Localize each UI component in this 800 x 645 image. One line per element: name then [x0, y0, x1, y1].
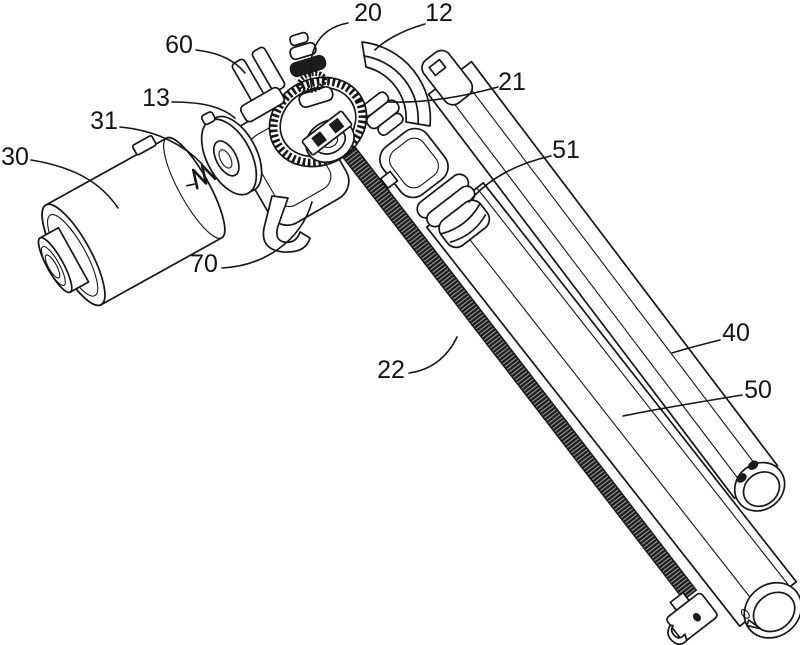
- leader-line-13: [171, 101, 236, 119]
- motor-part-30: [37, 135, 226, 307]
- clevis-hook: [667, 624, 688, 645]
- ref-label-40: 40: [722, 319, 750, 347]
- inner-tube-part-40: [421, 49, 786, 512]
- collar-part-51: [416, 173, 491, 249]
- leader-line-31: [119, 126, 203, 165]
- ref-label-70: 70: [190, 250, 218, 278]
- tube-end-hole: [748, 460, 759, 470]
- leader-line-20: [309, 22, 349, 91]
- outer-tube-part-50: [425, 181, 800, 639]
- inner-tube-open-end: [733, 460, 786, 512]
- ref-label-22: 22: [377, 356, 405, 384]
- ref-label-31: 31: [90, 107, 118, 135]
- ref-label-13: 13: [142, 84, 170, 112]
- outer-tube-open-end: [740, 581, 800, 639]
- ref-label-51: 51: [552, 136, 580, 164]
- fork-bracket-part-60: [231, 46, 286, 123]
- ref-label-20: 20: [354, 0, 382, 27]
- motor-terminal-tab: [131, 135, 157, 156]
- ref-label-21: 21: [498, 68, 526, 96]
- disc-flange-part-13: [200, 111, 263, 196]
- ref-label-60: 60: [165, 31, 193, 59]
- ref-label-30: 30: [1, 143, 29, 171]
- tube-end-notch: [745, 619, 762, 630]
- leader-line-51: [468, 155, 552, 203]
- ref-label-50: 50: [744, 376, 772, 404]
- lead-screw-part-22: [324, 124, 718, 645]
- leader-lines: [30, 22, 743, 417]
- reference-numerals: 20 12 60 21 13 31 30 51 70 22 40 50: [1, 0, 772, 404]
- leader-line-50: [622, 394, 743, 417]
- leader-line-40: [671, 339, 721, 354]
- leader-line-70: [221, 201, 313, 269]
- ref-label-12: 12: [425, 0, 453, 27]
- housing-end-plate: [379, 127, 449, 199]
- inner-tube-anchor-tab: [421, 49, 474, 106]
- mounting-bracket-part-70: [262, 195, 311, 253]
- leader-line-60: [195, 49, 246, 74]
- leader-line-22: [408, 336, 458, 374]
- leader-line-12: [374, 23, 426, 51]
- worm-gear-part-20: [268, 76, 368, 168]
- leader-line-30: [30, 159, 119, 209]
- bushing-part-21: [360, 91, 404, 137]
- gear-teeth-ring: [269, 77, 367, 167]
- clamp-part-12: [361, 41, 432, 127]
- tube-end-hole: [736, 473, 747, 483]
- screw-clevis-end: [666, 591, 718, 645]
- leader-line-21: [387, 86, 499, 103]
- gear-key-plate: [301, 110, 353, 156]
